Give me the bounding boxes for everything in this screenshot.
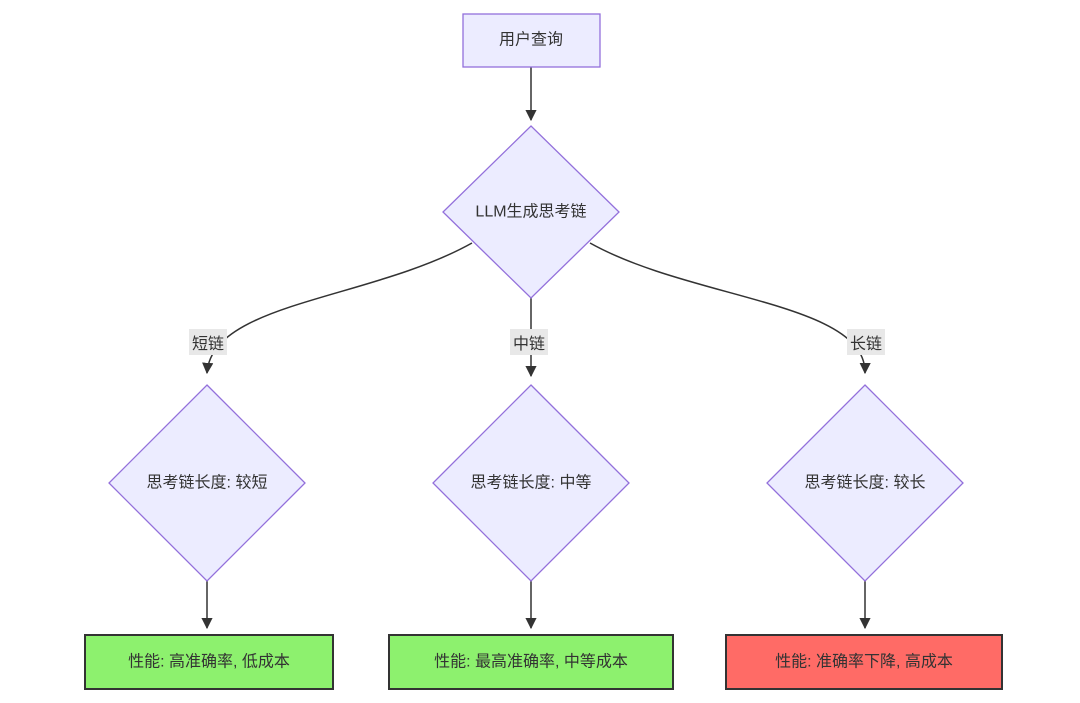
cot-short-label: 思考链长度: 较短 <box>146 474 268 492</box>
edge-llm-to-short <box>202 242 473 375</box>
result-long-label: 性能: 准确率下降, 高成本 <box>775 653 953 671</box>
cot-short-diamond <box>108 384 306 582</box>
result-long-box <box>725 634 1003 690</box>
edge-label-long: 长链 <box>846 329 886 355</box>
result-medium-label: 性能: 最高准确率, 中等成本 <box>434 653 628 671</box>
edge-label-medium: 中链 <box>509 329 549 355</box>
user-query-box <box>462 13 601 68</box>
cot-long-diamond <box>766 384 964 582</box>
cot-long-label: 思考链长度: 较长 <box>804 474 926 492</box>
user-query-label: 用户查询 <box>498 31 564 49</box>
cot-medium-diamond <box>432 384 630 582</box>
result-medium-box <box>388 634 674 690</box>
edge-llm-to-long <box>589 242 871 375</box>
edge-label-short: 短链 <box>188 329 228 355</box>
llm-generate-label: LLM生成思考链 <box>475 203 587 221</box>
result-short-label: 性能: 高准确率, 低成本 <box>128 653 290 671</box>
llm-generate-diamond <box>442 125 620 299</box>
cot-medium-label: 思考链长度: 中等 <box>470 474 592 492</box>
result-short-box <box>84 634 334 690</box>
